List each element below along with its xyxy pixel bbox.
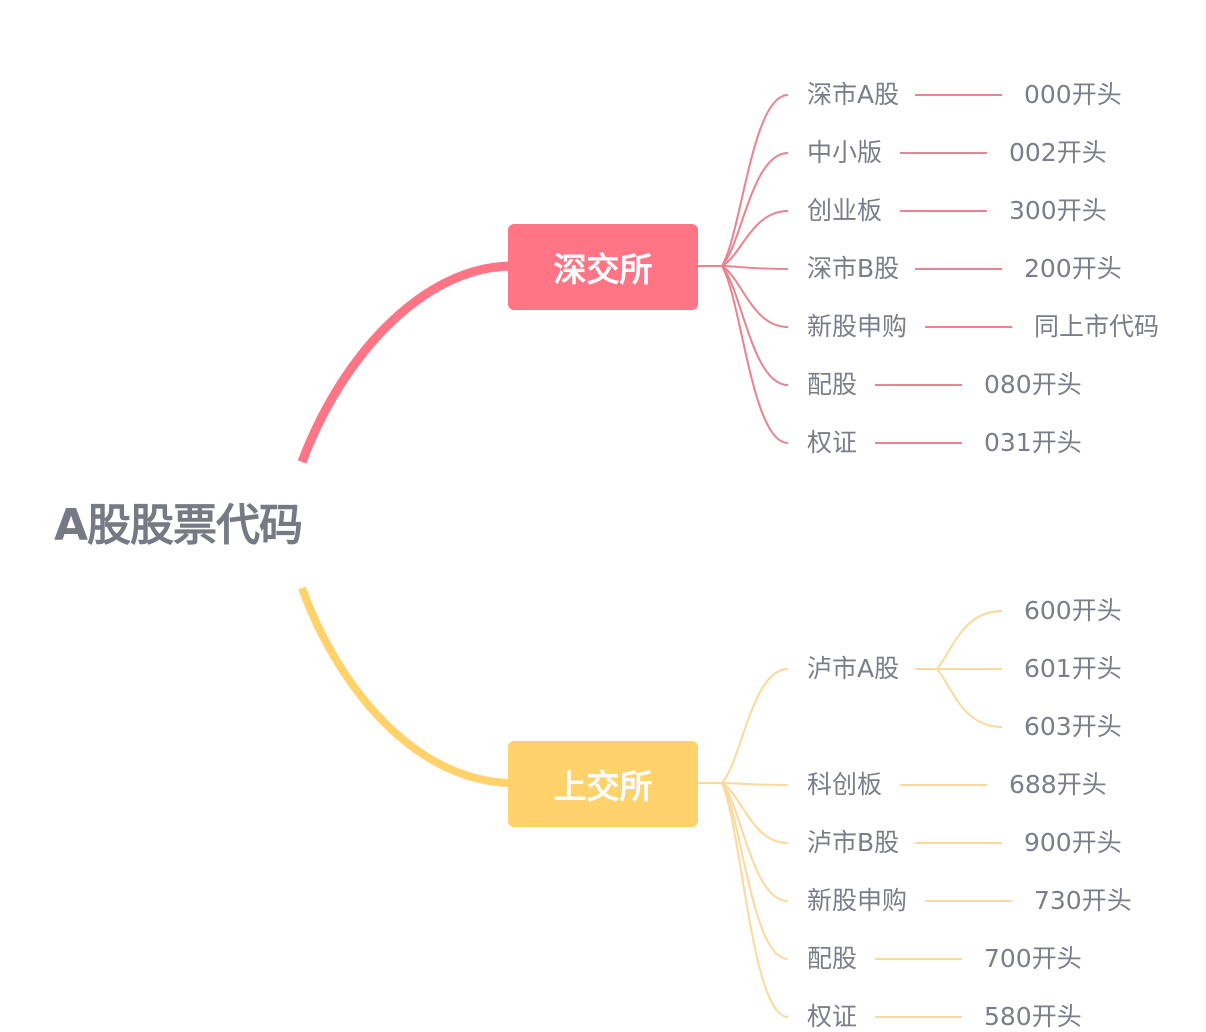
- branch-shanghai-exchange[interactable]: 上交所: [508, 741, 698, 827]
- value-topic[interactable]: 900开头: [1024, 828, 1122, 857]
- value-topic[interactable]: 300开头: [1009, 196, 1107, 225]
- branch-shanghai-label: 上交所: [553, 767, 653, 806]
- root-to-shanghai-connector: [298, 586, 511, 787]
- child-topic[interactable]: 创业板: [807, 196, 883, 225]
- branch-shenzhen-exchange[interactable]: 深交所: [508, 224, 698, 310]
- value-topic[interactable]: 002开头: [1009, 138, 1107, 167]
- value-topic[interactable]: 603开头: [1024, 712, 1122, 741]
- value-topic[interactable]: 700开头: [984, 944, 1082, 973]
- child-connector: [721, 668, 789, 784]
- root-to-shenzhen-connector: [297, 261, 511, 464]
- child-connector: [721, 782, 789, 960]
- child-connector: [721, 210, 789, 267]
- value-topic[interactable]: 601开头: [1024, 654, 1122, 683]
- child-connector: [721, 94, 789, 267]
- value-topic[interactable]: 580开头: [984, 1002, 1082, 1031]
- child-topic[interactable]: 深市B股: [807, 254, 900, 283]
- child-topic[interactable]: 新股申购: [807, 312, 908, 341]
- child-connector: [721, 265, 789, 386]
- value-connector: [936, 668, 1003, 728]
- child-topic[interactable]: 深市A股: [807, 80, 900, 109]
- value-topic[interactable]: 730开头: [1034, 886, 1132, 915]
- value-topic[interactable]: 同上市代码: [1034, 312, 1160, 341]
- value-topic[interactable]: 000开头: [1024, 80, 1122, 109]
- child-topic[interactable]: 配股: [807, 370, 858, 399]
- root-topic[interactable]: A股股票代码: [54, 500, 303, 551]
- value-topic[interactable]: 600开头: [1024, 596, 1122, 625]
- child-connector: [721, 782, 789, 1018]
- branch-shenzhen-label: 深交所: [553, 250, 653, 289]
- child-topic[interactable]: 配股: [807, 944, 858, 973]
- value-topic[interactable]: 688开头: [1009, 770, 1107, 799]
- child-topic[interactable]: 权证: [807, 428, 858, 457]
- child-connector: [721, 782, 789, 786]
- child-connector: [721, 265, 789, 328]
- value-topic[interactable]: 200开头: [1024, 254, 1122, 283]
- child-connector: [721, 265, 789, 444]
- value-topic[interactable]: 080开头: [984, 370, 1082, 399]
- child-topic[interactable]: 泸市B股: [807, 828, 900, 857]
- child-connector: [721, 265, 789, 270]
- child-connector: [721, 782, 789, 844]
- child-topic[interactable]: 科创板: [807, 770, 883, 799]
- value-connector: [936, 610, 1003, 670]
- child-topic[interactable]: 新股申购: [807, 886, 908, 915]
- child-topic[interactable]: 权证: [807, 1002, 858, 1031]
- child-connector: [721, 152, 789, 267]
- child-topic[interactable]: 中小版: [807, 138, 883, 167]
- value-topic[interactable]: 031开头: [984, 428, 1082, 457]
- child-topic[interactable]: 泸市A股: [807, 654, 900, 683]
- child-connector: [721, 782, 789, 902]
